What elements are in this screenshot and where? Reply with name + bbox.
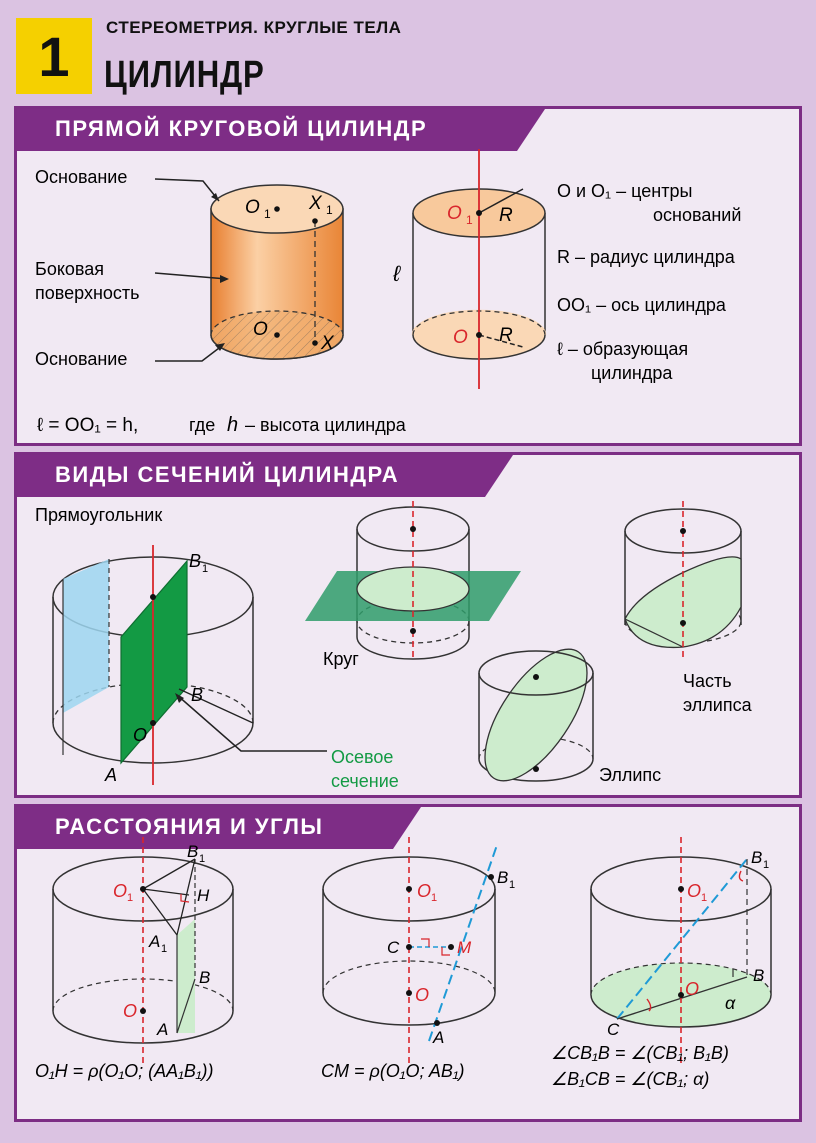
label-X1: X (308, 193, 323, 214)
legend-line-3: R – радиус цилиндра (557, 247, 736, 267)
formula-2: CM = ρ(O₁O; AB₁) (321, 1061, 465, 1081)
label-R-bottom: R (499, 325, 513, 346)
chapter-number: 1 (16, 18, 92, 94)
panel-title: ВИДЫ СЕЧЕНИЙ ЦИЛИНДРА (55, 462, 400, 487)
label-M: M (457, 938, 472, 957)
label-A: A (156, 1020, 168, 1039)
formula-1: O₁H = ρ(O₁O; (AA₁B₁)) (35, 1061, 214, 1081)
label-O1-2: O (417, 881, 431, 901)
label-R-top: R (499, 205, 513, 226)
label-O: O (253, 319, 268, 340)
label-O-3: O (685, 979, 699, 999)
subscript: 1 (199, 853, 205, 865)
panel-title-bar: РАССТОЯНИЯ И УГЛЫ (17, 807, 421, 849)
panel-title: ПРЯМОЙ КРУГОВОЙ ЦИЛИНДР (55, 116, 428, 141)
formula-3: ∠CB₁B = ∠(CB₁; B₁B) (551, 1043, 729, 1063)
subscript: 1 (431, 892, 437, 904)
distances-diagram: O 1 O B 1 H A 1 B A O₁H = ρ(O₁O; (AA₁B₁)… (35, 837, 772, 1089)
legend-line-5: ℓ – образующая (557, 339, 688, 359)
label-lateral-2: поверхность (35, 283, 140, 303)
distance-line-cylinder (322, 837, 498, 1063)
cylinder-diagram: O 1 X 1 O X Основание Боковая поверхност… (35, 149, 741, 436)
axis-cylinder (411, 149, 547, 389)
label-O1: O (245, 197, 260, 218)
label-B1: B (187, 842, 198, 861)
label-H: H (197, 886, 210, 905)
label-O1-red: O (447, 203, 462, 224)
label-O-2: O (415, 985, 429, 1005)
label-O: O (123, 1001, 137, 1021)
subscript: 1 (763, 859, 769, 871)
subscript: 1 (161, 943, 167, 955)
label-B1-3: B (751, 848, 762, 867)
legend-line-2: оснований (653, 205, 741, 225)
panel-title-bar: ПРЯМОЙ КРУГОВОЙ ЦИЛИНДР (17, 109, 545, 151)
subscript: 1 (701, 892, 707, 904)
panel-title: РАССТОЯНИЯ И УГЛЫ (55, 814, 324, 839)
label-C-3: C (607, 1020, 620, 1039)
label-lateral-1: Боковая (35, 259, 104, 279)
label-part-2: эллипса (683, 695, 753, 715)
label-B: B (199, 968, 210, 987)
label-axial-1: Осевое (331, 747, 393, 767)
label-l: ℓ (392, 261, 401, 286)
label-B1: B (189, 551, 201, 571)
angle-cylinder (590, 837, 772, 1063)
formula-4: ∠B₁CB = ∠(CB₁; α) (551, 1069, 709, 1089)
partial-ellipse-cylinder (624, 501, 742, 661)
formula-h: h (227, 414, 238, 436)
chapter-subtitle: СТЕРЕОМЕТРИЯ. КРУГЛЫЕ ТЕЛА (106, 18, 402, 37)
label-B: B (191, 685, 203, 705)
formula-main: ℓ = OO₁ = h, (37, 415, 138, 436)
subscript: 1 (326, 203, 333, 217)
axial-section-cylinder (52, 545, 254, 785)
subscript: 1 (509, 879, 515, 891)
label-O: O (133, 725, 147, 745)
legend-line-6: цилиндра (591, 363, 673, 383)
label-A-2: A (432, 1028, 444, 1047)
formula-where: где (189, 415, 215, 435)
ellipse-section-cylinder (478, 648, 594, 782)
distance-plane-cylinder (52, 837, 234, 1063)
orange-cylinder (210, 184, 344, 360)
subscript: 1 (466, 213, 473, 227)
panel-title-bar: ВИДЫ СЕЧЕНИЙ ЦИЛИНДРА (17, 455, 513, 497)
label-B1-2: B (497, 868, 508, 887)
label-base-bottom: Основание (35, 349, 127, 369)
sections-diagram: Прямоугольник B 1 B O A Осевое сечение (35, 501, 753, 791)
label-X: X (320, 333, 335, 354)
circle-section-cylinder (305, 501, 521, 661)
panel-right-circular-cylinder: ПРЯМОЙ КРУГОВОЙ ЦИЛИНДР O 1 X 1 (14, 106, 802, 446)
page-title: ЦИЛИНДР (104, 54, 265, 96)
subscript: 1 (127, 892, 133, 904)
label-B-3: B (753, 966, 764, 985)
label-rectangle: Прямоугольник (35, 505, 162, 525)
label-part-1: Часть (683, 671, 732, 691)
label-O-red: O (453, 327, 468, 348)
label-axial-2: сечение (331, 771, 399, 791)
legend-line-1: O и O₁ – центры (557, 181, 692, 201)
legend-line-4: OO₁ – ось цилиндра (557, 295, 727, 315)
label-C: C (387, 938, 400, 957)
panel-cylinder-sections: ВИДЫ СЕЧЕНИЙ ЦИЛИНДРА Прямоугольник B 1 … (14, 452, 802, 798)
panel-distances-angles: РАССТОЯНИЯ И УГЛЫ O 1 O B 1 H A (14, 804, 802, 1122)
label-A: A (104, 765, 117, 785)
label-O1: O (113, 881, 127, 901)
label-O1-3: O (687, 881, 701, 901)
label-circle: Круг (323, 649, 359, 669)
label-A1: A (148, 932, 160, 951)
label-ellipse: Эллипс (599, 765, 661, 785)
subscript: 1 (202, 563, 208, 575)
label-base-top: Основание (35, 167, 127, 187)
label-alpha: α (725, 993, 736, 1013)
subscript: 1 (264, 207, 271, 221)
formula-rest: – высота цилиндра (245, 415, 407, 435)
